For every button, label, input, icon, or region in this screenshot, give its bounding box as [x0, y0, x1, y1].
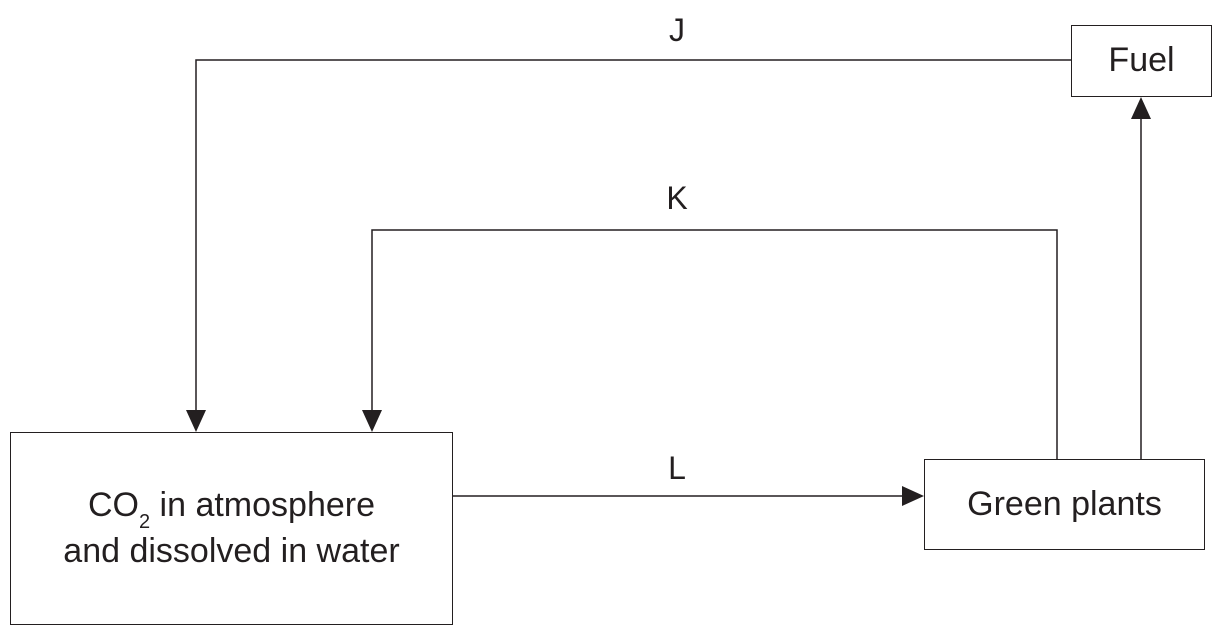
arrow-k-head	[362, 410, 382, 432]
fuel-label: Fuel	[1108, 41, 1175, 80]
arrow-l-label: L	[668, 450, 686, 486]
co2-box: CO2 in atmosphere and dissolved in water	[10, 432, 453, 625]
arrow-j-label: J	[669, 12, 685, 48]
arrow-plants-to-fuel-head	[1131, 97, 1151, 119]
co2-subscript: 2	[138, 510, 151, 533]
co2-line-1-suffix: in atmosphere	[150, 485, 375, 524]
green-plants-label: Green plants	[967, 484, 1162, 523]
arrow-k	[371, 229, 1058, 459]
arrow-k-label: K	[666, 180, 688, 216]
arrow-l-head	[902, 486, 924, 506]
co2-box-line-2: and dissolved in water	[63, 531, 400, 570]
co2-box-line-1: CO2 in atmosphere	[63, 483, 399, 533]
green-plants-box: Green plants	[924, 459, 1205, 550]
co2-formula: CO	[87, 485, 139, 524]
arrow-j-head	[186, 410, 206, 432]
fuel-box: Fuel	[1071, 25, 1212, 97]
arrow-j	[195, 59, 1071, 412]
co2-box-text: CO2 in atmosphere and dissolved in water	[63, 483, 399, 575]
